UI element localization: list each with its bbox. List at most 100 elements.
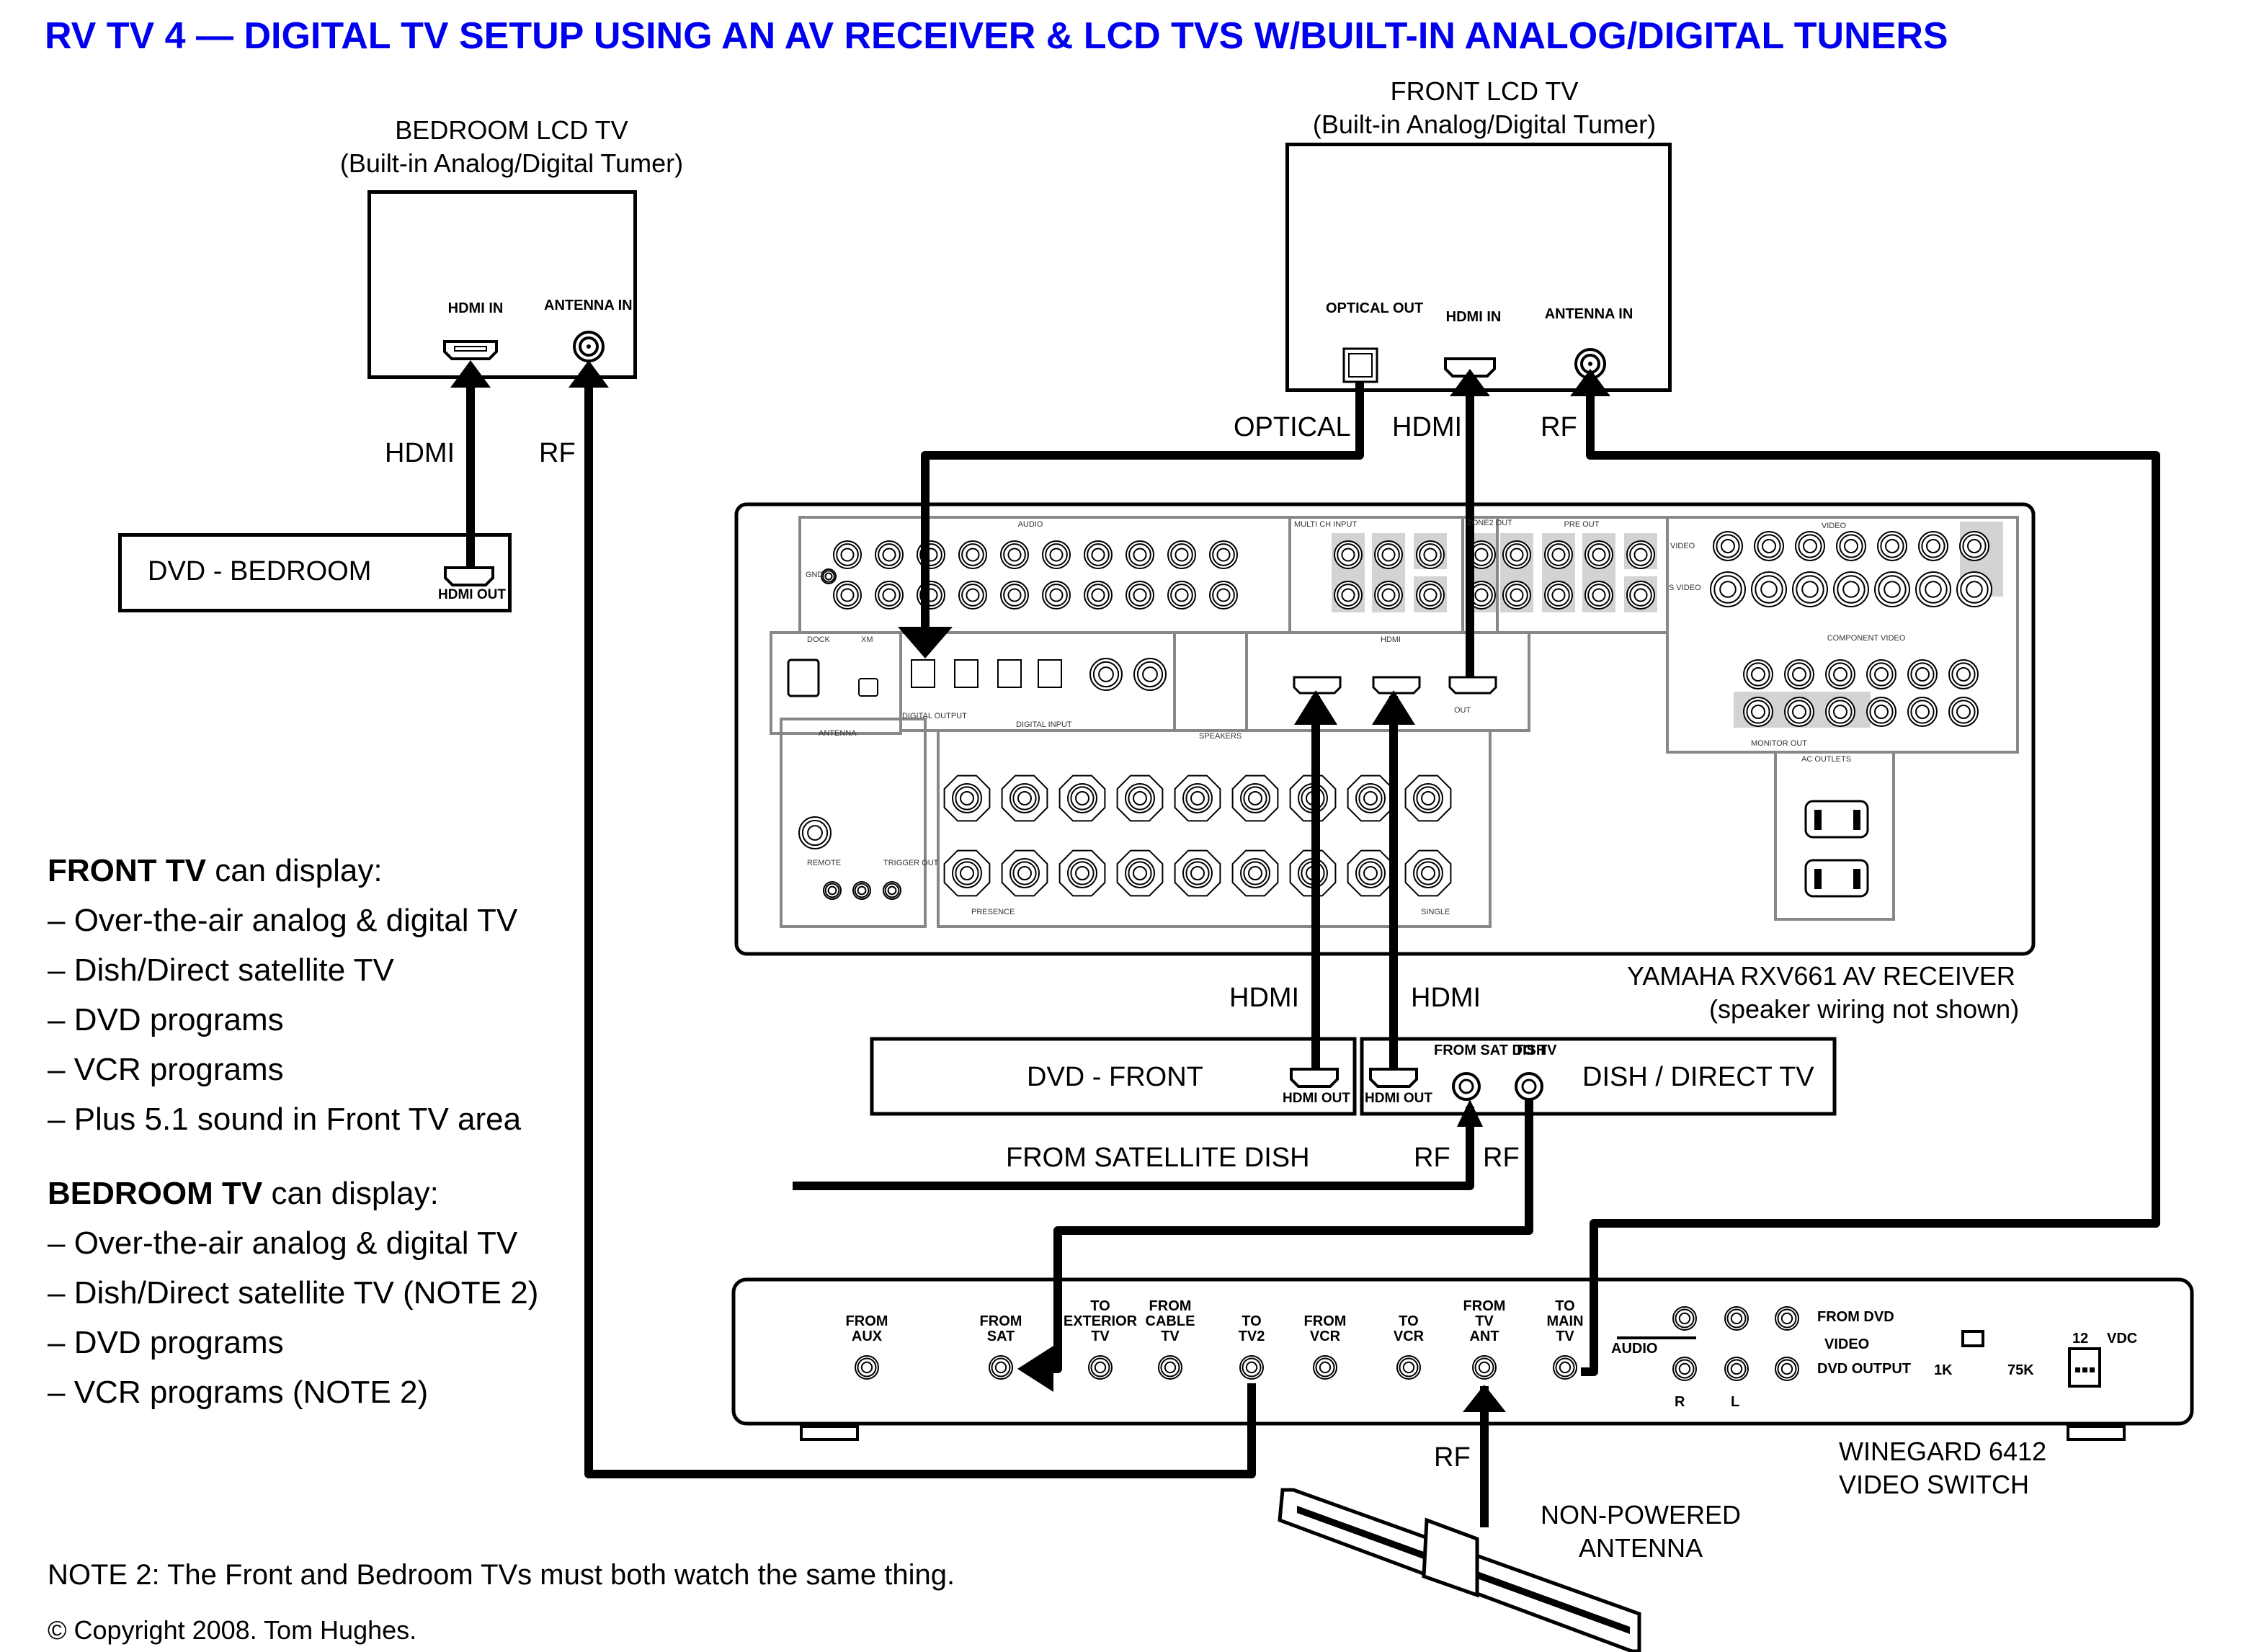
svideo-jack[interactable] <box>1833 571 1869 607</box>
video-jack[interactable] <box>1918 531 1948 561</box>
impedance-switch[interactable] <box>1961 1330 1984 1347</box>
audio-jack[interactable] <box>833 540 862 569</box>
speaker-terminal-post[interactable] <box>952 858 982 888</box>
svideo-jack[interactable] <box>1751 571 1787 607</box>
component-jack[interactable] <box>1948 659 1979 689</box>
preout-jack[interactable] <box>1374 540 1403 569</box>
switch-coax-port[interactable] <box>1472 1355 1497 1380</box>
coaxial-jack[interactable] <box>1133 658 1167 691</box>
speaker-terminal-post[interactable] <box>1067 858 1097 888</box>
component-jack[interactable] <box>1907 697 1938 727</box>
switch-coax-port[interactable] <box>1553 1355 1577 1380</box>
switch-dvd-input[interactable] <box>1672 1306 1697 1331</box>
speaker-terminal-post[interactable] <box>1240 783 1270 813</box>
component-jack[interactable] <box>1743 659 1773 689</box>
switch-coax-port[interactable] <box>1396 1355 1421 1380</box>
audio-jack[interactable] <box>1209 540 1238 569</box>
component-jack[interactable] <box>1825 697 1855 727</box>
preout-jack[interactable] <box>1626 540 1655 569</box>
audio-jack[interactable] <box>1209 581 1238 610</box>
svideo-jack[interactable] <box>1710 571 1746 607</box>
video-jack[interactable] <box>1713 531 1743 561</box>
audio-jack[interactable] <box>1084 540 1113 569</box>
receiver-hdmi-in1[interactable] <box>1293 676 1342 695</box>
audio-jack[interactable] <box>958 540 987 569</box>
audio-jack[interactable] <box>1000 581 1029 610</box>
preout-jack[interactable] <box>1334 540 1363 569</box>
component-jack[interactable] <box>1784 697 1814 727</box>
video-jack[interactable] <box>1877 531 1907 561</box>
preout-jack[interactable] <box>1544 581 1573 610</box>
preout-jack[interactable] <box>1626 581 1655 610</box>
receiver-hdmi-out[interactable] <box>1448 676 1497 695</box>
audio-jack[interactable] <box>1167 540 1196 569</box>
component-jack[interactable] <box>1907 659 1938 689</box>
video-jack[interactable] <box>1754 531 1784 561</box>
audio-jack[interactable] <box>958 581 987 610</box>
preout-jack[interactable] <box>1416 540 1445 569</box>
component-jack[interactable] <box>1784 659 1814 689</box>
switch-coax-port[interactable] <box>989 1355 1013 1380</box>
audio-jack[interactable] <box>833 581 862 610</box>
audio-jack[interactable] <box>875 581 904 610</box>
front-hdmi-in-port[interactable] <box>1444 357 1496 378</box>
switch-coax-port[interactable] <box>1158 1355 1182 1380</box>
audio-jack[interactable] <box>1042 540 1071 569</box>
preout-jack[interactable] <box>1416 581 1445 610</box>
preout-jack[interactable] <box>1334 581 1363 610</box>
switch-coax-port[interactable] <box>1239 1355 1264 1380</box>
video-jack[interactable] <box>1795 531 1825 561</box>
dvd-front-hdmi-out-port[interactable] <box>1290 1068 1339 1088</box>
component-jack[interactable] <box>1743 697 1773 727</box>
speaker-terminal-post[interactable] <box>1182 858 1213 888</box>
speaker-terminal-post[interactable] <box>952 783 982 813</box>
switch-dvd-output[interactable] <box>1724 1357 1749 1381</box>
speaker-terminal-post[interactable] <box>1125 783 1155 813</box>
dish-hdmi-out-port[interactable] <box>1369 1068 1418 1088</box>
audio-jack[interactable] <box>875 540 904 569</box>
speaker-terminal-post[interactable] <box>1067 783 1097 813</box>
switch-dvd-input[interactable] <box>1724 1306 1749 1331</box>
component-jack[interactable] <box>1866 659 1896 689</box>
dvd-bedroom-hdmi-out-port[interactable] <box>444 566 494 586</box>
speaker-terminal-post[interactable] <box>1182 783 1213 813</box>
preout-jack[interactable] <box>1502 581 1531 610</box>
component-jack[interactable] <box>1948 697 1979 727</box>
digital-optical-out[interactable] <box>911 659 935 688</box>
audio-jack[interactable] <box>1000 540 1029 569</box>
speaker-terminal-post[interactable] <box>1355 858 1386 888</box>
speaker-terminal-post[interactable] <box>1009 858 1040 888</box>
audio-jack[interactable] <box>1084 581 1113 610</box>
fm-antenna-jack[interactable] <box>798 816 832 849</box>
speaker-terminal-post[interactable] <box>1125 858 1155 888</box>
preout-jack[interactable] <box>1544 540 1573 569</box>
speaker-terminal-post[interactable] <box>1009 783 1040 813</box>
audio-jack[interactable] <box>1126 581 1154 610</box>
svideo-jack[interactable] <box>1956 571 1992 607</box>
preout-jack[interactable] <box>1584 540 1613 569</box>
video-jack[interactable] <box>1959 531 1989 561</box>
switch-dvd-output[interactable] <box>1672 1357 1697 1381</box>
switch-dvd-output[interactable] <box>1775 1357 1799 1381</box>
preout-jack[interactable] <box>1502 540 1531 569</box>
svideo-jack[interactable] <box>1915 571 1951 607</box>
speaker-terminal-post[interactable] <box>1355 783 1386 813</box>
audio-jack[interactable] <box>1042 581 1071 610</box>
audio-jack[interactable] <box>1167 581 1196 610</box>
svideo-jack[interactable] <box>1792 571 1828 607</box>
switch-coax-port[interactable] <box>855 1355 879 1380</box>
switch-dvd-input[interactable] <box>1775 1306 1799 1331</box>
preout-jack[interactable] <box>1584 581 1613 610</box>
preout-jack[interactable] <box>1374 581 1403 610</box>
component-jack[interactable] <box>1866 697 1896 727</box>
svideo-jack[interactable] <box>1874 571 1910 607</box>
speaker-terminal-post[interactable] <box>1413 783 1443 813</box>
speaker-terminal-post[interactable] <box>1240 858 1270 888</box>
speaker-terminal-post[interactable] <box>1413 858 1443 888</box>
receiver-hdmi-in2[interactable] <box>1372 676 1421 695</box>
coaxial-jack[interactable] <box>1089 658 1123 691</box>
switch-coax-port[interactable] <box>1088 1355 1113 1380</box>
video-jack[interactable] <box>1836 531 1866 561</box>
audio-jack[interactable] <box>1126 540 1154 569</box>
component-jack[interactable] <box>1825 659 1855 689</box>
